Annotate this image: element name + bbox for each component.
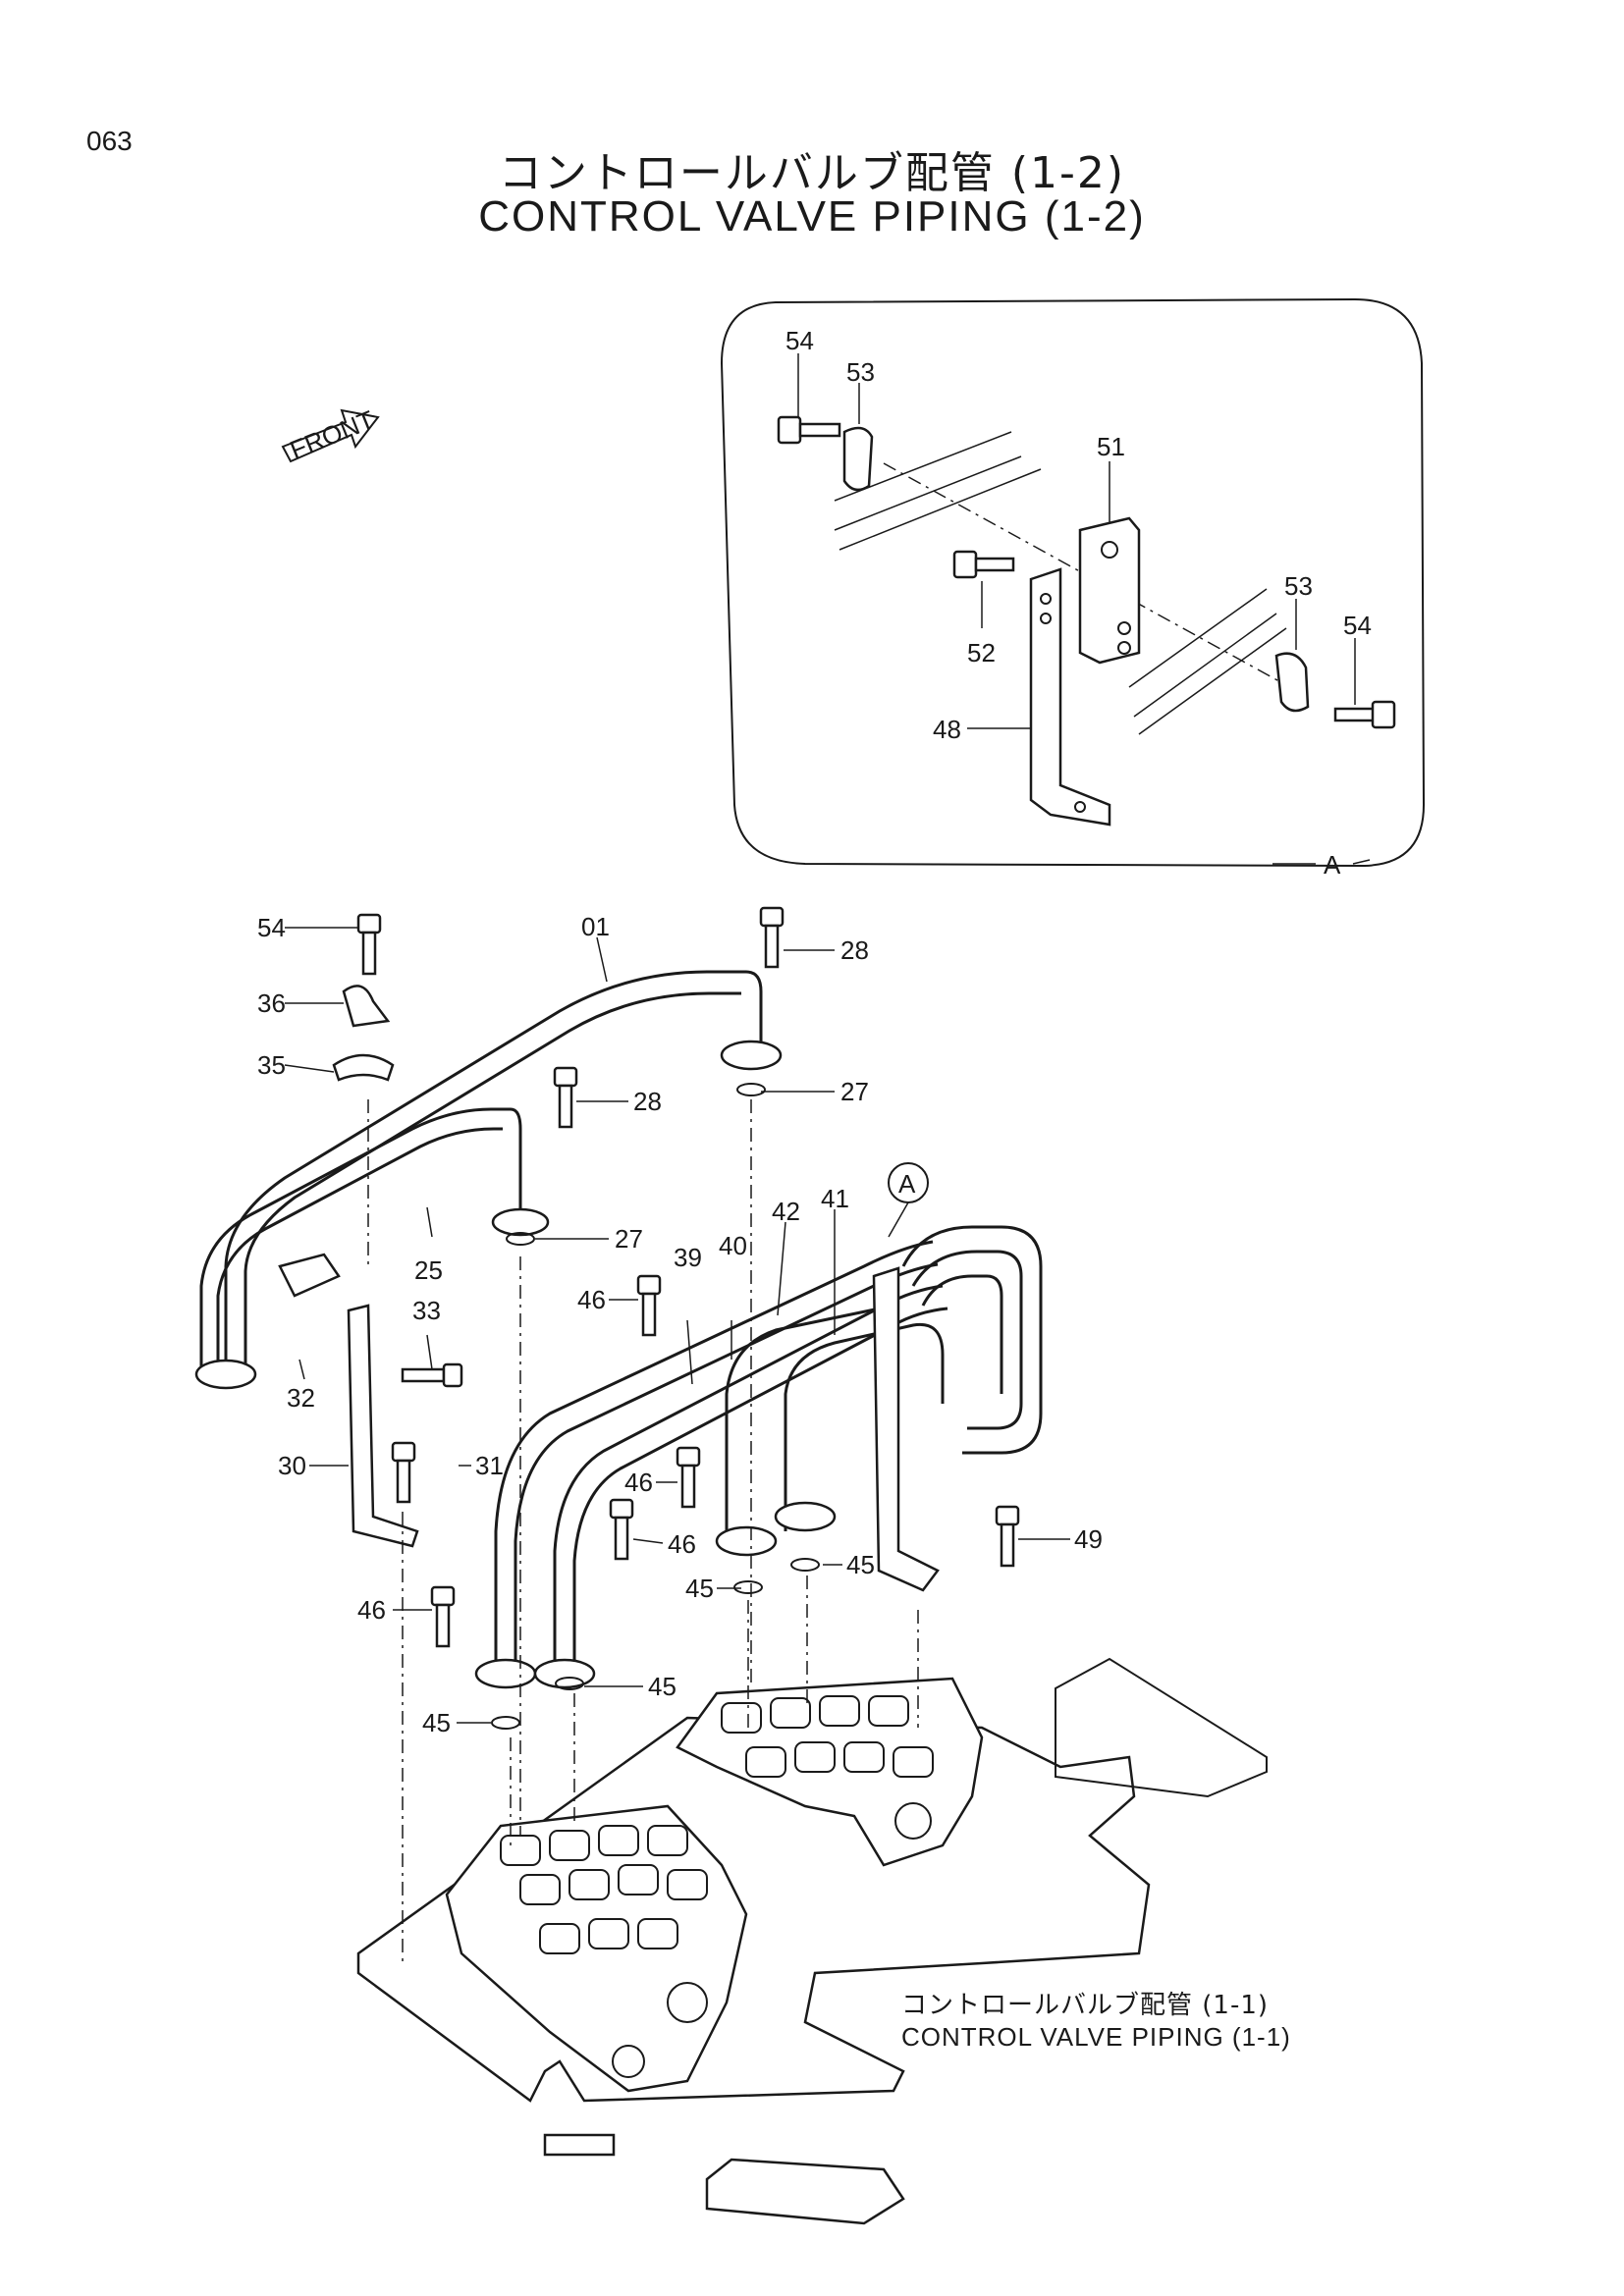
reference-title-japanese: コントロールバルブ配管 (1-1)	[901, 1991, 1270, 2020]
inset-label-54-top: 54	[785, 326, 814, 355]
label-46-d: 46	[357, 1595, 386, 1625]
label-27-top: 27	[840, 1077, 869, 1106]
pipe-01	[224, 970, 763, 1364]
label-31: 31	[475, 1451, 504, 1480]
clamp-53-top	[842, 426, 874, 492]
pipe-42	[725, 1304, 894, 1531]
label-01: 01	[581, 912, 610, 941]
label-46-a: 46	[577, 1285, 606, 1314]
label-45-d: 45	[422, 1708, 451, 1737]
front-arrow-icon: FRONT	[281, 404, 380, 465]
page-number: 063	[86, 126, 133, 156]
label-42: 42	[772, 1197, 800, 1226]
label-36: 36	[257, 988, 286, 1018]
bracket-30	[347, 1304, 419, 1548]
pipe-25	[199, 1107, 522, 1374]
label-32: 32	[287, 1383, 315, 1413]
pipe-40	[553, 1284, 944, 1669]
label-28-top: 28	[840, 935, 869, 965]
label-35: 35	[257, 1050, 286, 1080]
label-46-c: 46	[668, 1529, 696, 1559]
clamp-35	[332, 1053, 395, 1082]
inset-label-53-top: 53	[846, 357, 875, 387]
bolt-52-inset	[952, 550, 1015, 579]
inset-label-54-right: 54	[1343, 611, 1372, 640]
label-49: 49	[1074, 1524, 1103, 1554]
detail-label-a: A	[1324, 850, 1341, 880]
page-title-japanese: コントロールバルブ配管 (1-2)	[498, 148, 1126, 198]
label-28-mid: 28	[633, 1087, 662, 1116]
inset-label-53-right: 53	[1284, 571, 1313, 601]
label-54: 54	[257, 913, 286, 942]
clamp-53-right	[1274, 652, 1310, 713]
detail-inset: 54 53 51 53 54 52 48 A	[720, 297, 1426, 880]
label-45-a: 45	[846, 1550, 875, 1579]
label-39: 39	[674, 1243, 702, 1272]
inset-label-52: 52	[967, 638, 996, 667]
pipe-39	[494, 1240, 934, 1669]
bolt-54-inset-top	[777, 415, 841, 445]
reference-title-english: CONTROL VALVE PIPING (1-1)	[901, 2022, 1291, 2052]
inset-label-48: 48	[933, 715, 961, 744]
plate-51	[1078, 516, 1141, 665]
label-30: 30	[278, 1451, 306, 1480]
label-46-b: 46	[624, 1468, 653, 1497]
inset-label-51: 51	[1097, 432, 1125, 461]
main-assembly: A	[194, 906, 1268, 2225]
bolt-54-inset-right	[1333, 700, 1396, 729]
label-27-mid: 27	[615, 1224, 643, 1254]
bracket-48	[1029, 567, 1111, 827]
label-25: 25	[414, 1255, 443, 1285]
front-label: FRONT	[286, 404, 378, 464]
label-41: 41	[821, 1184, 849, 1213]
clamp-36	[342, 985, 391, 1028]
label-45-b: 45	[685, 1574, 714, 1603]
label-33: 33	[412, 1296, 441, 1325]
label-40: 40	[719, 1231, 747, 1260]
pipe-41	[784, 1322, 945, 1531]
bracket-32	[278, 1253, 341, 1298]
callout-label-a: A	[898, 1169, 916, 1199]
label-45-c: 45	[648, 1672, 677, 1701]
page-title-english: CONTROL VALVE PIPING (1-2)	[478, 192, 1146, 240]
